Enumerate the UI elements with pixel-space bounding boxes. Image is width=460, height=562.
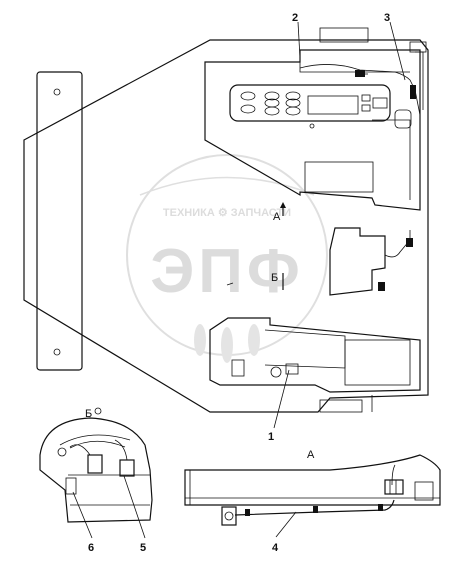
connector-5 bbox=[119, 459, 135, 477]
callout-4: 4 bbox=[272, 542, 279, 554]
mounting-bracket bbox=[36, 71, 83, 371]
ground-terminal bbox=[221, 506, 237, 526]
bracket-hole-top bbox=[53, 88, 61, 96]
main-panel-view: А Б 1 2 3 bbox=[23, 12, 429, 443]
leader-line-3 bbox=[389, 21, 406, 81]
panel-button bbox=[285, 91, 301, 101]
panel-body bbox=[23, 39, 429, 413]
detail-a-housing bbox=[184, 454, 441, 506]
callout-1: 1 bbox=[268, 431, 274, 443]
callout-3: 3 bbox=[384, 12, 390, 24]
section-mark-b: Б bbox=[271, 272, 278, 284]
callout-6: 6 bbox=[88, 542, 94, 554]
panel-button bbox=[240, 91, 256, 101]
callout-2: 2 bbox=[292, 12, 298, 24]
detail-b-title: Б bbox=[85, 408, 92, 420]
switch bbox=[285, 363, 299, 375]
panel-button bbox=[264, 91, 280, 101]
connector bbox=[406, 238, 413, 247]
relay-block bbox=[329, 227, 386, 296]
leader-line-2 bbox=[297, 21, 301, 59]
callout-5: 5 bbox=[140, 542, 146, 554]
leader-line-6 bbox=[72, 491, 93, 539]
switch-knob bbox=[270, 366, 282, 378]
top-knob-block bbox=[319, 27, 369, 43]
panel-button bbox=[240, 104, 256, 114]
connector bbox=[410, 85, 416, 99]
wiring-harness-bottom bbox=[234, 499, 395, 516]
connector bbox=[378, 282, 385, 291]
section-mark-a: А bbox=[273, 211, 281, 223]
control-panel bbox=[229, 84, 391, 122]
wheat-ear-icon bbox=[194, 324, 260, 363]
detail-b-housing bbox=[39, 417, 153, 523]
control-buttons bbox=[240, 91, 301, 116]
leader-line-5 bbox=[123, 475, 146, 539]
lower-plate bbox=[304, 161, 374, 193]
display-screen bbox=[307, 95, 359, 115]
connector-6 bbox=[87, 454, 103, 474]
leader-line-1 bbox=[273, 369, 290, 429]
detail-view-a: А 4 bbox=[184, 449, 441, 554]
watermark-main-text: ЭПФ bbox=[150, 237, 304, 306]
dashboard-upper-housing bbox=[204, 49, 421, 211]
watermark-top-text: ТЕХНИКА ⚙ ЗАПЧАСТИ bbox=[163, 207, 291, 219]
harness-plug bbox=[384, 479, 404, 495]
side-knob bbox=[394, 109, 412, 129]
bracket-hole-bottom bbox=[53, 348, 61, 356]
lower-tray bbox=[209, 317, 421, 393]
detail-a-title: А bbox=[307, 449, 315, 461]
connector bbox=[355, 70, 365, 77]
leader-line-4 bbox=[275, 511, 297, 538]
wiring-harness-top bbox=[299, 64, 421, 116]
panel-button bbox=[264, 106, 280, 116]
watermark: ТЕХНИКА ⚙ ЗАПЧАСТИ ЭПФ bbox=[126, 154, 328, 363]
panel-button bbox=[285, 106, 301, 116]
detail-view-b: Б 6 5 bbox=[39, 407, 153, 554]
